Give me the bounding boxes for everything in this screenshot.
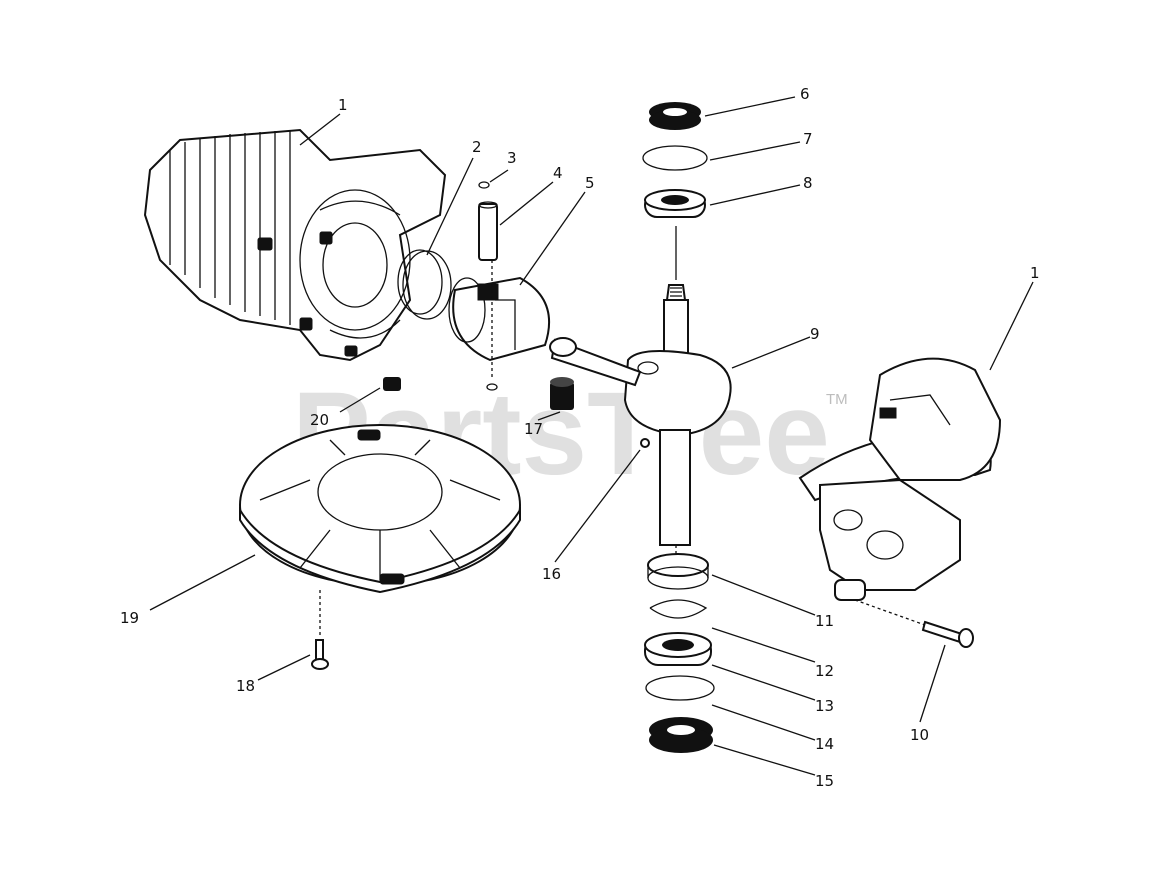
part-wrist-pin bbox=[478, 201, 498, 261]
leader-lines bbox=[149, 96, 1034, 776]
watermark-trademark: TM bbox=[826, 391, 848, 408]
callout-2: 2 bbox=[472, 138, 482, 156]
callout-6: 6 bbox=[800, 85, 810, 103]
part-retaining-clips bbox=[478, 181, 498, 391]
part-lower-bearing bbox=[644, 632, 712, 666]
callout-7: 7 bbox=[803, 130, 813, 148]
callout-16: 16 bbox=[542, 565, 561, 583]
callout-11: 11 bbox=[815, 612, 834, 630]
callout-14: 14 bbox=[815, 735, 834, 753]
callout-20: 20 bbox=[310, 411, 329, 429]
part-dowel bbox=[383, 377, 401, 391]
callout-15: 15 bbox=[815, 772, 834, 790]
callout-labels: 1 2 3 4 5 6 7 8 9 1 10 11 12 13 14 15 16… bbox=[120, 85, 1040, 790]
callout-3: 3 bbox=[507, 149, 517, 167]
part-lower-seal bbox=[649, 717, 713, 753]
callout-13: 13 bbox=[815, 697, 834, 715]
callout-10: 10 bbox=[910, 726, 929, 744]
part-cover-plate bbox=[239, 424, 521, 594]
callout-18: 18 bbox=[236, 677, 255, 695]
callout-1-right: 1 bbox=[1030, 264, 1040, 282]
part-piston bbox=[448, 276, 551, 362]
part-needle-bearing bbox=[550, 377, 574, 410]
callout-19: 19 bbox=[120, 609, 139, 627]
part-cylinder-crankcase bbox=[143, 128, 447, 362]
callout-12: 12 bbox=[815, 662, 834, 680]
part-piston-rings bbox=[397, 249, 452, 320]
part-small-ball bbox=[640, 438, 650, 448]
part-bolt-right bbox=[921, 620, 974, 648]
part-top-seal bbox=[649, 102, 701, 130]
part-lower-ring bbox=[645, 675, 715, 701]
callout-9: 9 bbox=[810, 325, 820, 343]
callout-1-left: 1 bbox=[338, 96, 348, 114]
part-snap-ring bbox=[649, 599, 708, 619]
callout-8: 8 bbox=[803, 174, 813, 192]
part-top-ring bbox=[642, 145, 708, 171]
part-lower-seal-ring bbox=[647, 553, 709, 590]
callout-4: 4 bbox=[553, 164, 563, 182]
part-top-bearing bbox=[644, 189, 706, 218]
part-screw-left bbox=[311, 639, 329, 670]
callout-5: 5 bbox=[585, 174, 595, 192]
part-crankshaft bbox=[549, 284, 732, 546]
part-crankcase-right bbox=[798, 357, 1002, 601]
callout-17: 17 bbox=[524, 420, 543, 438]
